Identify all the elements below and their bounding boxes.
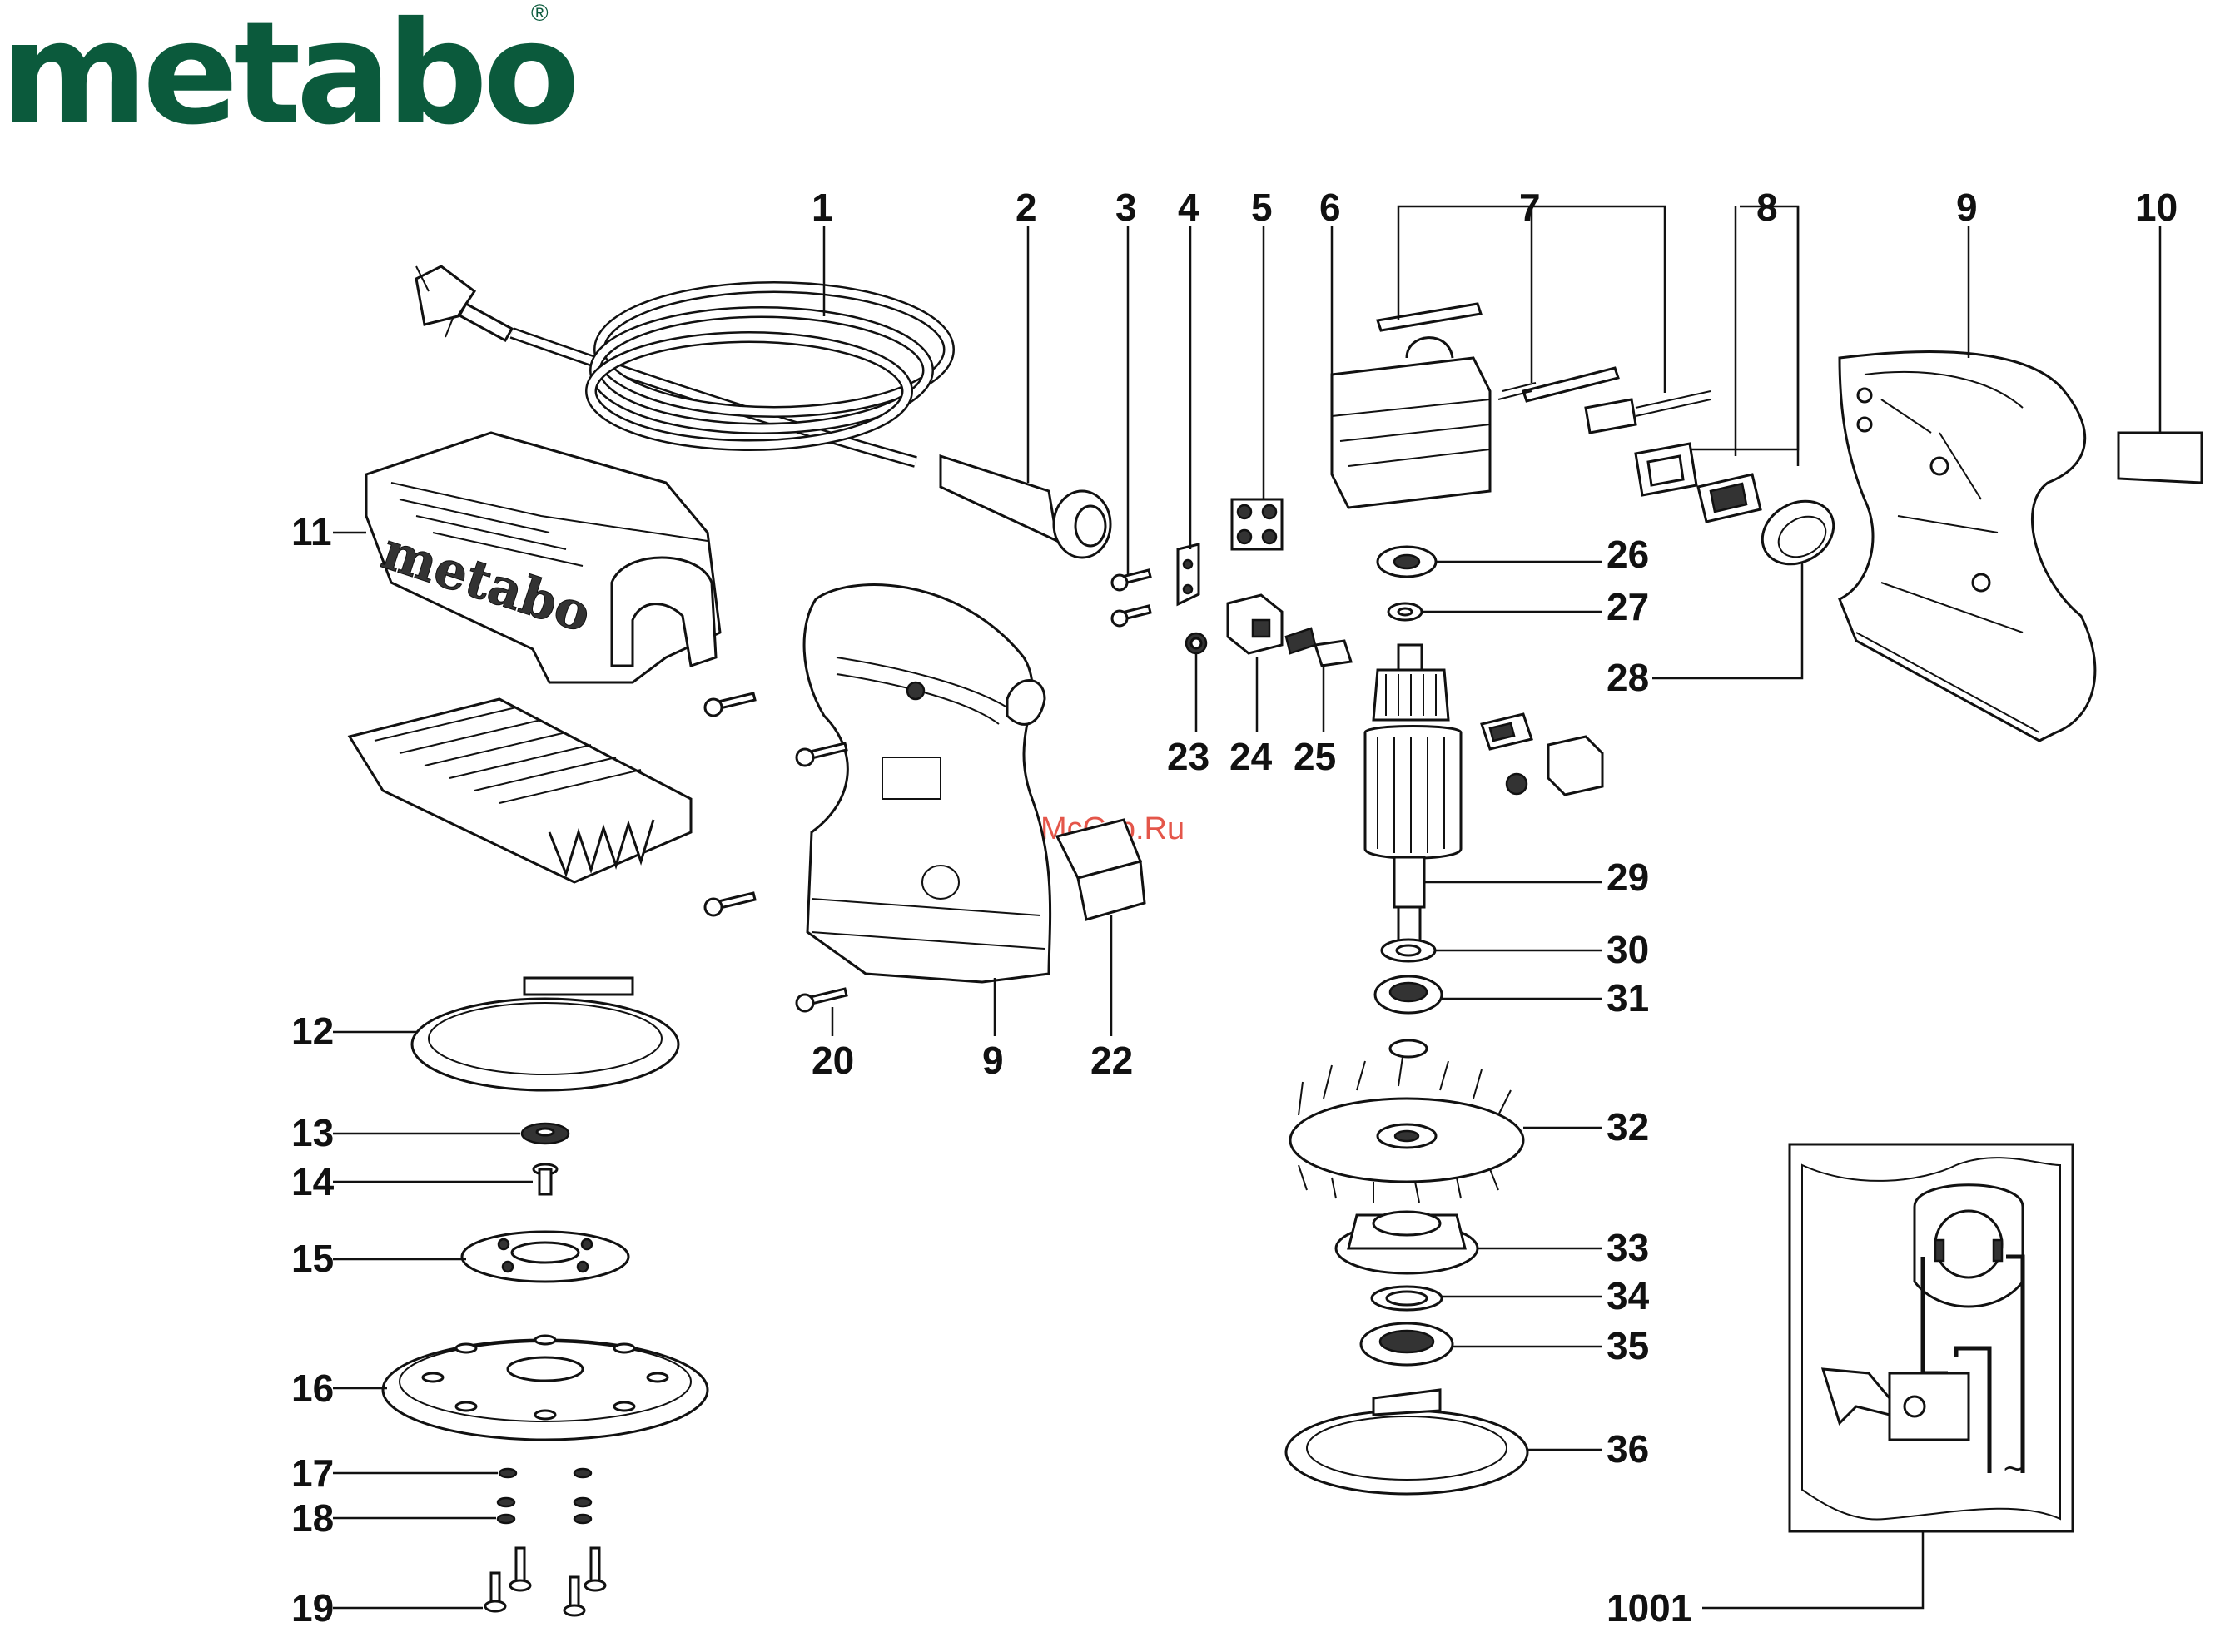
part-34-washer [1372,1287,1442,1310]
label-19: 19 [291,1586,334,1630]
label-6: 6 [1319,186,1341,229]
part-1001-wiring-diagram: ~ [1790,1144,2073,1531]
label-2: 2 [1016,186,1037,229]
ac-symbol: ~ [2002,1451,2026,1485]
part-19-screws [485,1548,605,1615]
part-33-counterweight [1336,1212,1478,1273]
part-24-brush-holder [1228,595,1282,653]
label-29: 29 [1607,856,1649,899]
part-11-dust-box: metabo [366,433,720,682]
label-3: 3 [1115,186,1137,229]
part-18-lock-washers [498,1498,591,1523]
part-28-switch-cap [1751,489,1845,577]
label-26: 26 [1607,533,1649,576]
label-13: 13 [291,1111,334,1154]
part-30-washer [1382,940,1435,961]
label-17: 17 [291,1451,334,1495]
label-1: 1 [812,186,833,229]
part-25-carbon-brush-alt [1482,714,1602,795]
label-31: 31 [1607,976,1649,1019]
part-5-terminal-block [1232,499,1282,549]
part-22-label-strip [1057,820,1145,920]
part-15-flange [462,1232,628,1282]
label-9-bottom: 9 [982,1039,1004,1082]
part-25-carbon-brush [1286,628,1351,666]
label-10: 10 [2135,186,2178,229]
label-12: 12 [291,1010,334,1053]
part-16-sanding-pad [383,1336,708,1440]
part-1-power-cord [416,266,949,462]
part-14-screw [534,1164,557,1194]
label-14: 14 [291,1160,335,1203]
part-4-cord-clamp [1178,544,1199,604]
label-11: 11 [291,510,332,553]
label-8: 8 [1756,186,1778,229]
label-25: 25 [1294,735,1336,778]
label-34: 34 [1607,1274,1650,1317]
part-3-screws [1112,570,1150,626]
label-16: 16 [291,1367,334,1410]
part-27-washer [1388,603,1422,620]
part-32-fan [1290,1057,1523,1203]
part-26-bearing [1378,547,1436,577]
part-23-brush-cap [1186,633,1206,653]
part-17-washers [499,1469,591,1477]
label-5: 5 [1251,186,1273,229]
label-18: 18 [291,1496,334,1540]
label-22: 22 [1090,1039,1133,1082]
label-36: 36 [1607,1427,1649,1471]
part-6-stator [1332,338,1490,508]
label-20: 20 [812,1039,854,1082]
label-32: 32 [1607,1105,1649,1148]
label-1001: 1001 [1607,1586,1691,1630]
part-31-bearing [1375,976,1442,1057]
label-28: 28 [1607,656,1649,699]
part-12-ring [412,978,678,1090]
label-30: 30 [1607,928,1649,971]
part-35-bearing [1361,1323,1453,1365]
label-9-top: 9 [1956,186,1978,229]
part-11-dust-filter [350,699,691,882]
part-13-washer [522,1124,569,1144]
label-27: 27 [1607,585,1649,628]
part-10-label [2118,433,2202,483]
part-9-motor-housing [804,585,1050,982]
part-2-strain-relief [941,456,1110,558]
label-33: 33 [1607,1226,1649,1269]
label-35: 35 [1607,1324,1649,1367]
label-24: 24 [1229,735,1273,778]
label-15: 15 [291,1237,334,1280]
part-29-armature [1365,645,1461,949]
part-36-brake-ring [1286,1390,1527,1494]
part-8-switch [1636,444,1761,522]
label-4: 4 [1178,186,1199,229]
part-9-housing-half [1840,352,2095,741]
label-23: 23 [1167,735,1209,778]
label-7: 7 [1519,186,1541,229]
